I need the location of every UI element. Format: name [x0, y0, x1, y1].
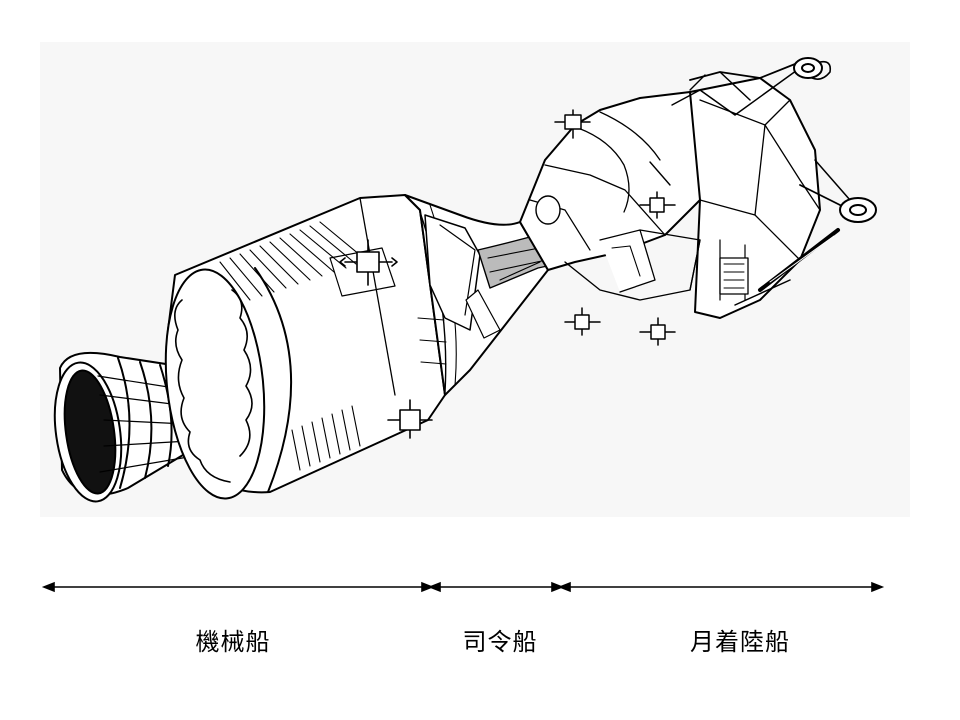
- arrow-command-module: [427, 581, 565, 593]
- label-command-module: 司令船: [462, 628, 538, 656]
- rcs-quad-lower: [387, 399, 433, 439]
- label-lunar-module: 月着陸船: [690, 628, 790, 656]
- rcs-quad-upper: [339, 239, 398, 286]
- arrow-service-module: [41, 581, 435, 593]
- service-module-body: [164, 194, 446, 500]
- lunar-module-body: [519, 57, 877, 346]
- label-service-module: 機械船: [195, 628, 271, 656]
- arrow-lunar-module: [557, 581, 885, 593]
